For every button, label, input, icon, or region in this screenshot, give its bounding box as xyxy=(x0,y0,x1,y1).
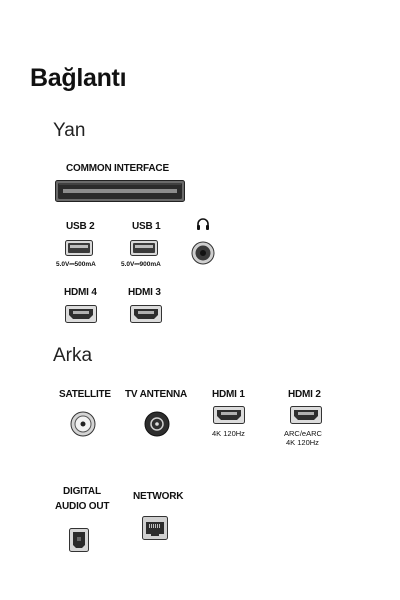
hdmi2-note-line2: 4K 120Hz xyxy=(286,438,319,447)
common-interface-label: COMMON INTERFACE xyxy=(66,163,169,174)
rear-heading: Arka xyxy=(53,345,93,366)
hdmi4-port-icon xyxy=(65,305,97,323)
hdmi1-port-icon xyxy=(213,406,245,424)
hdmi2-label: HDMI 2 xyxy=(288,389,321,400)
page-title: Bağlantı xyxy=(30,64,127,92)
satellite-connector-icon xyxy=(70,411,96,437)
tv-antenna-connector-icon xyxy=(144,411,170,437)
satellite-label: SATELLITE xyxy=(59,389,111,400)
usb1-port-icon xyxy=(130,240,158,256)
headphone-icon xyxy=(196,217,210,231)
usb2-label: USB 2 xyxy=(66,221,95,232)
hdmi2-port-icon xyxy=(290,406,322,424)
headphone-jack-icon xyxy=(191,241,215,265)
hdmi3-label: HDMI 3 xyxy=(128,287,161,298)
network-label: NETWORK xyxy=(133,491,184,502)
usb2-port-icon xyxy=(65,240,93,256)
tv-antenna-label: TV ANTENNA xyxy=(125,389,188,400)
usb1-spec: 5.0V⎓900mA xyxy=(121,261,161,268)
hdmi2-note-line1: ARC/eARC xyxy=(284,429,322,438)
hdmi1-label: HDMI 1 xyxy=(212,389,245,400)
optical-port-icon xyxy=(69,528,89,552)
side-heading: Yan xyxy=(53,120,86,141)
digital-audio-label-line2: AUDIO OUT xyxy=(55,501,110,512)
hdmi4-label: HDMI 4 xyxy=(64,287,97,298)
ethernet-port-icon xyxy=(142,516,168,540)
common-interface-slot xyxy=(55,180,185,202)
hdmi3-port-icon xyxy=(130,305,162,323)
usb1-label: USB 1 xyxy=(132,221,161,232)
usb2-spec: 5.0V⎓500mA xyxy=(56,261,96,268)
digital-audio-label-line1: DIGITAL xyxy=(63,486,101,497)
hdmi1-note: 4K 120Hz xyxy=(212,429,245,438)
